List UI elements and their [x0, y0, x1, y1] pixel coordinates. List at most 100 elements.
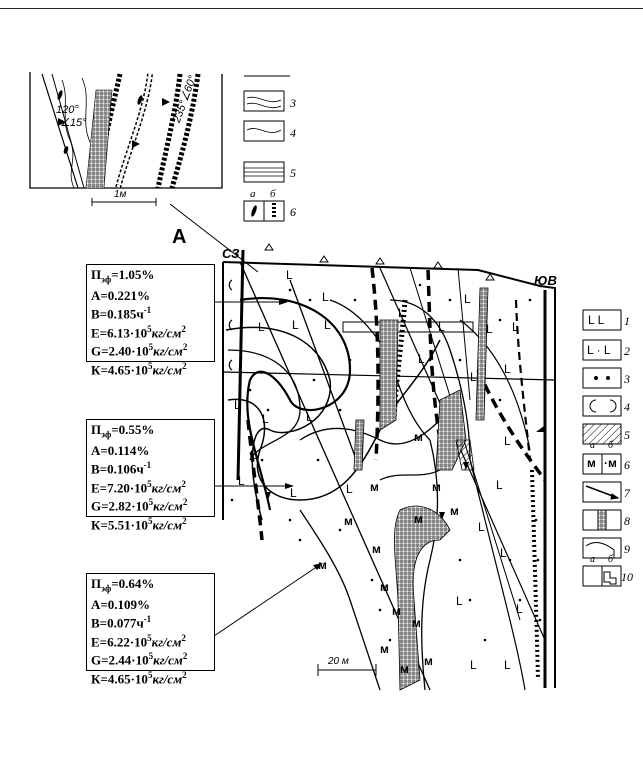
right-legend [582, 309, 622, 587]
lava-symbol: L [262, 412, 269, 426]
parameter-name: Е [91, 634, 100, 650]
metasomatite-symbol: м [400, 662, 409, 676]
parameter-row: К=5.51·105кг/см2 [91, 514, 210, 533]
parameter-row: А=0.221% [91, 288, 210, 303]
lava-symbol: L [512, 320, 519, 334]
parameter-name: В [91, 615, 100, 631]
lava-symbol: L [470, 370, 477, 384]
parameter-exponent: 5 [147, 323, 152, 334]
lava-symbol: L [478, 520, 485, 534]
metasomatite-symbol: м [380, 642, 389, 656]
parameter-unit: кг/см [153, 652, 183, 668]
parameter-unit: кг/см [152, 362, 183, 378]
parameter-name: G [91, 652, 102, 668]
parameter-unit-exponent: 2 [181, 632, 186, 643]
parameter-exponent: 5 [147, 361, 153, 372]
lava-symbol: L [504, 362, 511, 376]
parameter-name: К [91, 517, 101, 533]
parameter-name: П [91, 267, 102, 282]
direction-right-label: ЮВ [534, 273, 557, 288]
inset-panel [29, 72, 223, 206]
parameter-value: =1.05% [111, 267, 155, 282]
parameter-exponent: 5 [147, 516, 153, 527]
legend-10a-letter: а [590, 554, 595, 565]
parameter-row: G=2.82·105кг/см2 [91, 495, 210, 514]
parameter-unit: кг/см [152, 517, 183, 533]
legend-num-5: 5 [624, 428, 630, 442]
metasomatite-symbol: м [370, 480, 379, 494]
metasomatite-symbol: м [450, 504, 459, 518]
lava-symbol: L [500, 546, 507, 560]
lava-symbol: L [496, 478, 503, 492]
inset-scale-label: 1м [114, 189, 127, 200]
legend-num-6: 6 [624, 458, 630, 472]
parameter-name: G [91, 498, 102, 514]
lava-symbol: L [438, 320, 445, 334]
parameter-value: =6.22·10 [99, 634, 148, 650]
parameter-unit: кг/см [153, 343, 183, 359]
legend-num-1: 1 [624, 314, 630, 328]
lava-symbol: L [292, 318, 299, 332]
lava-symbol: L [238, 474, 245, 488]
legend-glyph-2: L · L [587, 343, 611, 357]
parameter-value: =0.109% [100, 596, 151, 612]
lava-symbol: L [516, 602, 523, 616]
parameter-subscript: эф [101, 429, 112, 440]
metasomatite-symbol: м [392, 604, 401, 618]
parameter-unit: кг/см [152, 671, 183, 687]
parameter-name: П [91, 422, 102, 437]
legend-num-10: 10 [621, 570, 633, 584]
metasomatite-symbol: м [414, 512, 423, 526]
parameter-name: П [91, 576, 102, 591]
lava-symbol: L [290, 486, 297, 500]
metasomatite-symbol: м [414, 430, 423, 444]
parameter-name: А [91, 287, 101, 303]
parameter-unit-exponent: 2 [181, 478, 186, 489]
parameter-unit-exponent: 2 [182, 361, 187, 372]
parameter-unit-exponent: 2 [182, 342, 188, 353]
parameter-value: =0.114% [100, 442, 150, 458]
inset-legend [243, 75, 290, 222]
parameter-row: G=2.40·105кг/см2 [91, 340, 210, 359]
parameter-value: =5.51·10 [100, 517, 148, 533]
parameter-exponent: 5 [148, 497, 154, 508]
parameter-name: Е [91, 480, 100, 496]
parameter-value: =0.55% [111, 422, 155, 437]
parameter-row: В=0.077ч-1 [91, 612, 210, 631]
parameter-value: =7.20·10 [99, 480, 148, 496]
parameter-name: К [91, 362, 101, 378]
parameter-row: Пэф=0.64% [91, 576, 210, 597]
parameter-subscript: эф [101, 583, 112, 594]
parameter-subscript: эф [101, 274, 112, 285]
parameter-unit-exponent: 2 [182, 516, 187, 527]
legend-num-2: 2 [624, 344, 630, 358]
metasomatite-symbol: м [424, 654, 433, 668]
parameter-unit-exponent: 2 [182, 670, 187, 681]
lava-symbol: L [250, 448, 257, 462]
parameter-name: К [91, 671, 101, 687]
metasomatite-symbol: м [318, 558, 327, 572]
parameter-value: =0.077ч [99, 615, 144, 631]
legend-glyph-6b: ·м [604, 456, 617, 470]
metasomatite-symbol: м [380, 580, 389, 594]
parameter-unit-exponent: 2 [182, 651, 188, 662]
inset-legend-4: 4 [290, 126, 296, 140]
box-leaders [213, 299, 323, 637]
parameter-row: В=0.185ч-1 [91, 303, 210, 322]
parameter-name: В [91, 461, 100, 477]
lava-symbol: L [464, 292, 471, 306]
lava-symbol: L [234, 398, 241, 412]
legend-num-9: 9 [624, 542, 630, 556]
parameter-value: =2.44·10 [101, 652, 149, 668]
inset-legend-3: 3 [290, 96, 296, 110]
metasomatite-symbol: м [412, 616, 421, 630]
parameter-name: В [91, 306, 100, 322]
parameter-unit-exponent: 2 [182, 497, 188, 508]
inset-legend-6: 6 [290, 205, 296, 219]
parameter-value: =0.64% [111, 576, 155, 591]
parameter-row: Пэф=0.55% [91, 422, 210, 443]
legend-num-8: 8 [624, 514, 630, 528]
